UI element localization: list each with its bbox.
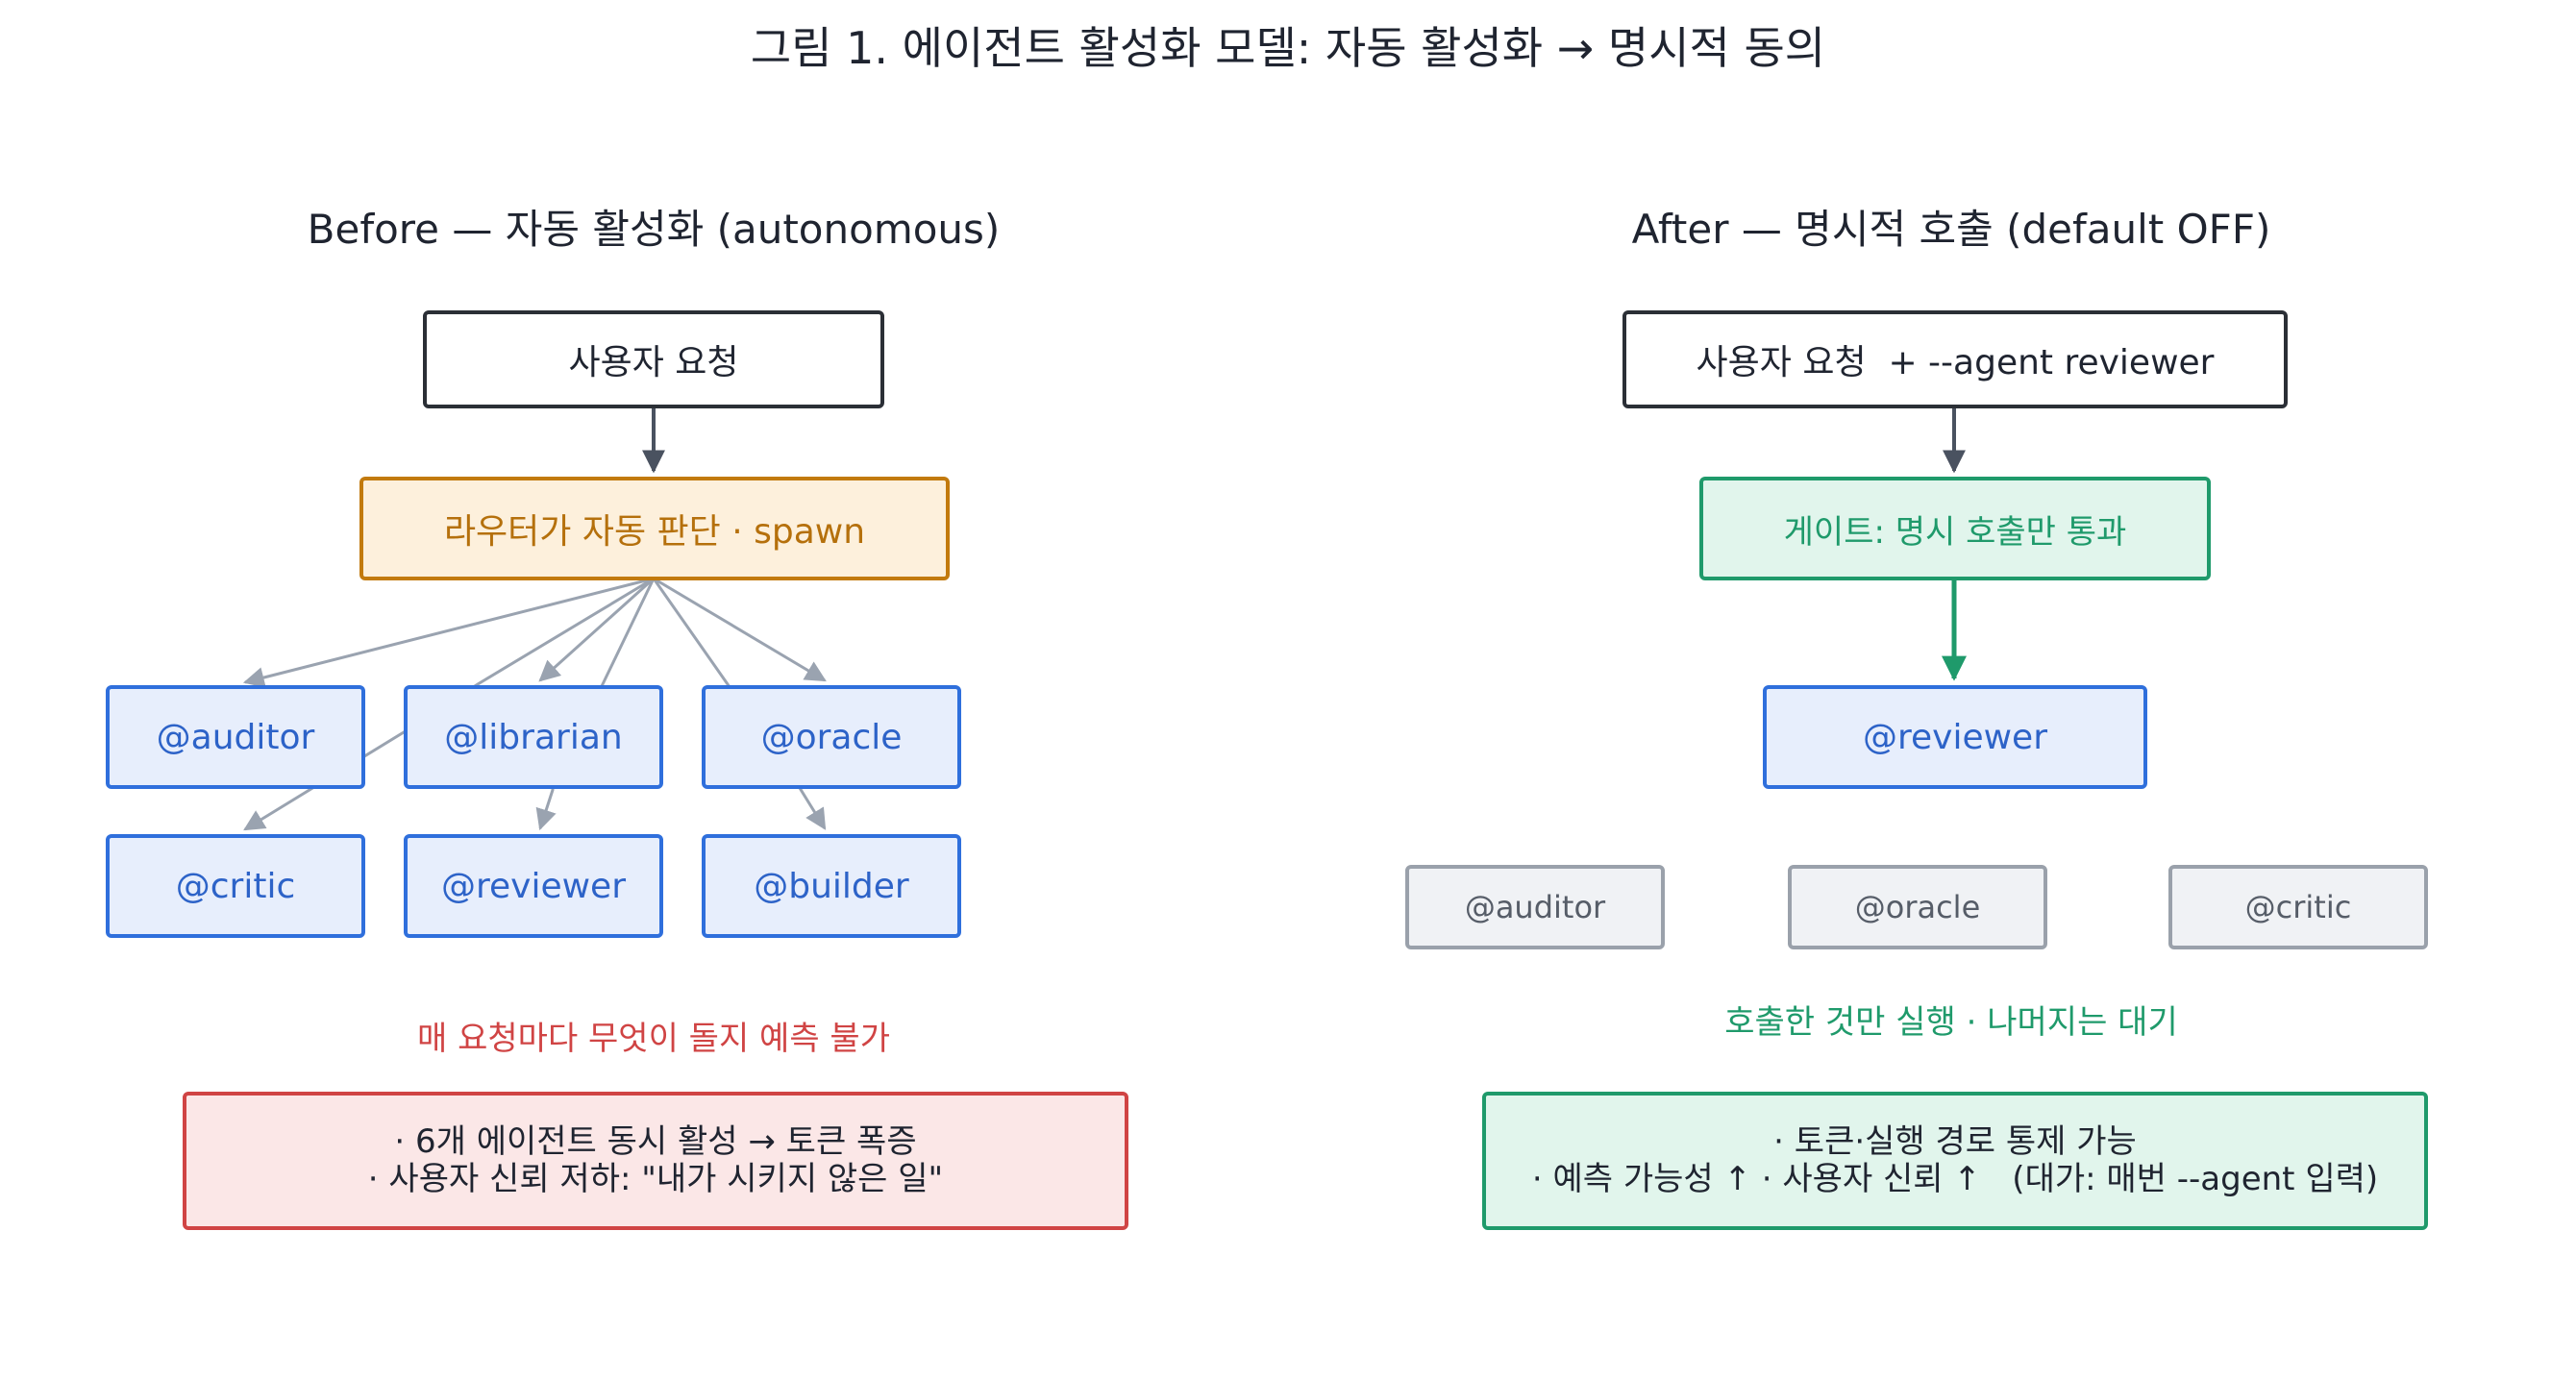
before-note: 매 요청마다 무엇이 돌지 예측 불가: [417, 1020, 890, 1058]
arrow-router-to-oracle: [653, 577, 827, 682]
after-benefit-line: · 토큰·실행 경로 통제 가능: [1773, 1121, 2137, 1161]
idle-agent-auditor-label: @auditor: [1464, 889, 1606, 925]
before-user-request-label: 사용자 요청: [568, 343, 739, 382]
idle-agent-oracle-label: @oracle: [1854, 889, 1981, 925]
after-note: 호출한 것만 실행 · 나머지는 대기: [1724, 1003, 2178, 1042]
after-heading: After — 명시적 호출 (default OFF): [1631, 206, 2271, 253]
arrow-router-to-librarian: [538, 577, 656, 682]
idle-agent-critic-label: @critic: [2244, 889, 2352, 925]
agent-oracle-box: @oracle: [702, 685, 961, 789]
idle-agent-critic-box: @critic: [2168, 865, 2428, 949]
before-issues-box: · 6개 에이전트 동시 활성 → 토큰 폭증 · 사용자 신뢰 저하: "내가…: [183, 1092, 1128, 1230]
router-box: 라우터가 자동 판단 · spawn: [359, 477, 950, 580]
agent-critic-box: @critic: [106, 834, 365, 938]
agent-builder-box: @builder: [702, 834, 961, 938]
router-label: 라우터가 자동 판단 · spawn: [443, 512, 866, 552]
before-user-request-box: 사용자 요청: [423, 310, 884, 408]
active-agent-reviewer-box: @reviewer: [1763, 685, 2147, 789]
agent-auditor-box: @auditor: [106, 685, 365, 789]
gate-label: 게이트: 명시 호출만 통과: [1783, 512, 2127, 552]
before-issue-line: · 6개 에이전트 동시 활성 → 토큰 폭증: [394, 1121, 917, 1161]
after-user-request-box: 사용자 요청 + --agent reviewer: [1622, 310, 2288, 408]
before-issue-line: · 사용자 신뢰 저하: "내가 시키지 않은 일": [367, 1160, 944, 1198]
after-benefit-line: · 예측 가능성 ↑ · 사용자 신뢰 ↑ (대가: 매번 --agent 입력…: [1531, 1160, 2379, 1198]
before-heading: Before — 자동 활성화 (autonomous): [307, 206, 1001, 253]
arrow-router-to-auditor: [242, 577, 655, 688]
agent-oracle-label: @oracle: [760, 717, 903, 757]
after-user-request-label: 사용자 요청 + --agent reviewer: [1696, 343, 2215, 382]
gate-box: 게이트: 명시 호출만 통과: [1699, 477, 2211, 580]
figure-title: 그림 1. 에이전트 활성화 모델: 자동 활성화 → 명시적 동의: [750, 22, 1826, 74]
agent-librarian-box: @librarian: [404, 685, 663, 789]
agent-builder-label: @builder: [754, 866, 909, 906]
active-agent-reviewer-label: @reviewer: [1862, 717, 2047, 757]
agent-auditor-label: @auditor: [156, 717, 315, 757]
idle-agent-oracle-box: @oracle: [1788, 865, 2047, 949]
after-benefits-box: · 토큰·실행 경로 통제 가능 · 예측 가능성 ↑ · 사용자 신뢰 ↑ (…: [1482, 1092, 2428, 1230]
idle-agent-auditor-box: @auditor: [1405, 865, 1665, 949]
agent-critic-label: @critic: [175, 866, 296, 906]
agent-reviewer-box: @reviewer: [404, 834, 663, 938]
agent-librarian-label: @librarian: [444, 717, 623, 757]
agent-reviewer-label: @reviewer: [440, 866, 626, 906]
